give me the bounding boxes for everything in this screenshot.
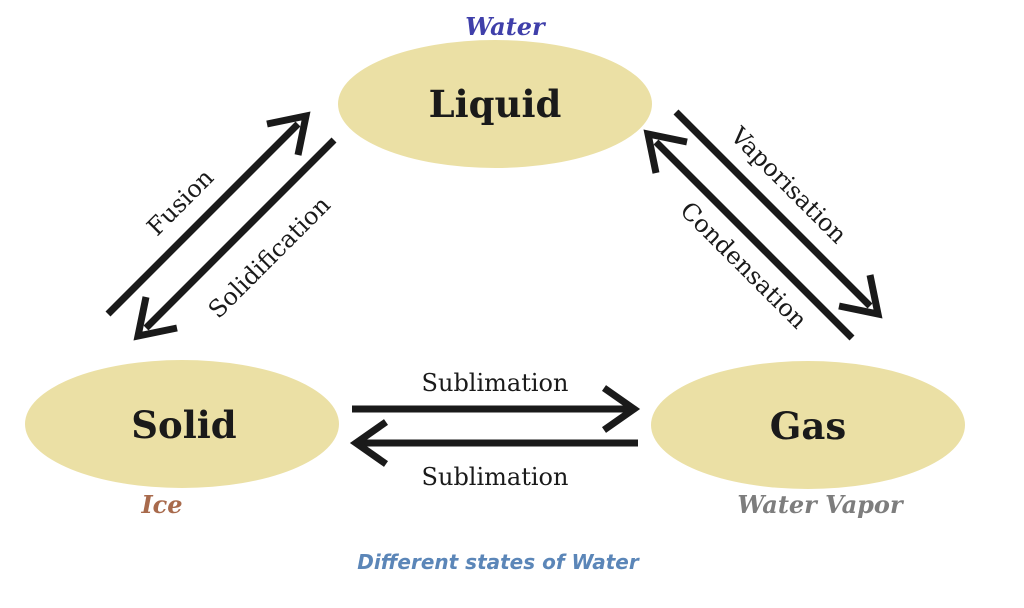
solidification-label: Solidification — [203, 191, 336, 324]
fusion-arrow — [105, 111, 311, 317]
condensation-arrow — [643, 129, 855, 341]
solid-ellipse — [25, 360, 339, 488]
condensation-label: Condensation — [675, 196, 813, 334]
sublimation-forward-label: Sublimation — [422, 369, 569, 397]
diagram-caption: Different states of Water — [357, 550, 640, 574]
gas-node: Gas — [651, 361, 965, 489]
sublimation-forward-arrow — [352, 385, 641, 433]
liquid-note: Water — [465, 12, 547, 41]
gas-ellipse — [651, 361, 965, 489]
vaporisation-arrow — [673, 109, 883, 319]
liquid-node: Liquid — [338, 40, 652, 168]
liquid-label: Liquid — [429, 82, 562, 126]
solidification-arrow — [133, 137, 337, 341]
sublimation-reverse-arrow — [349, 419, 638, 467]
solid-label: Solid — [131, 403, 236, 447]
gas-note: Water Vapor — [737, 490, 905, 519]
solid-note: Ice — [140, 490, 182, 519]
sublimation-reverse-label: Sublimation — [422, 463, 569, 491]
solid-node: Solid — [25, 360, 339, 488]
liquid-ellipse — [338, 40, 652, 168]
fusion-label: Fusion — [141, 163, 219, 241]
gas-label: Gas — [770, 404, 846, 448]
